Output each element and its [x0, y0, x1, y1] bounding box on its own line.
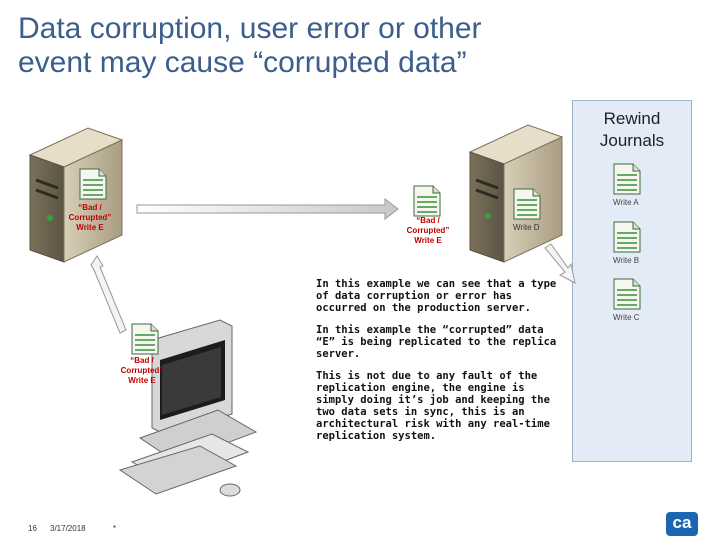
workstation-icon	[118, 319, 258, 497]
slide-title-line-2: event may cause “corrupted data”	[18, 46, 467, 79]
transit-corrupted-label: “Bad / Corrupted” Write E	[406, 216, 450, 245]
journal-document-icon	[613, 278, 641, 310]
description-paragraph: This is not due to any fault of the repl…	[316, 370, 550, 442]
slide-date: 3/17/2018	[50, 524, 86, 533]
server-to-journal-arrow	[544, 243, 576, 284]
footer-marker: *	[113, 524, 117, 533]
description-text: In this example we can see that a type o…	[316, 278, 566, 452]
document-icon	[131, 323, 159, 355]
slide-title: Data corruption, user error or other eve…	[18, 12, 658, 80]
journal-entry-label: Write A	[613, 198, 639, 207]
journal-entry-label: Write C	[613, 313, 640, 322]
replication-arrow	[136, 197, 399, 221]
workstation-to-server-arrow	[90, 255, 127, 334]
production-server-icon	[28, 127, 124, 263]
description-paragraph: In this example we can see that a type o…	[316, 278, 557, 314]
document-icon	[79, 168, 107, 200]
production-corrupted-label: “Bad / Corrupted” Write E	[68, 203, 112, 232]
workstation-corrupted-label: “Bad / Corrupted” Write E	[120, 356, 164, 385]
slide-title-line-1: Data corruption, user error or other	[18, 12, 482, 45]
document-icon	[413, 185, 441, 217]
rewind-journals-title: Rewind Journals	[599, 109, 665, 150]
document-icon	[513, 188, 541, 220]
description-paragraph: In this example the “corrupted” data “E”…	[316, 324, 557, 360]
journal-document-icon	[613, 163, 641, 195]
journal-document-icon	[613, 221, 641, 253]
page-number: 16	[28, 524, 37, 533]
replica-write-label: Write D	[513, 223, 540, 232]
ca-logo: ca	[666, 512, 698, 536]
journal-entry-label: Write B	[613, 256, 640, 265]
